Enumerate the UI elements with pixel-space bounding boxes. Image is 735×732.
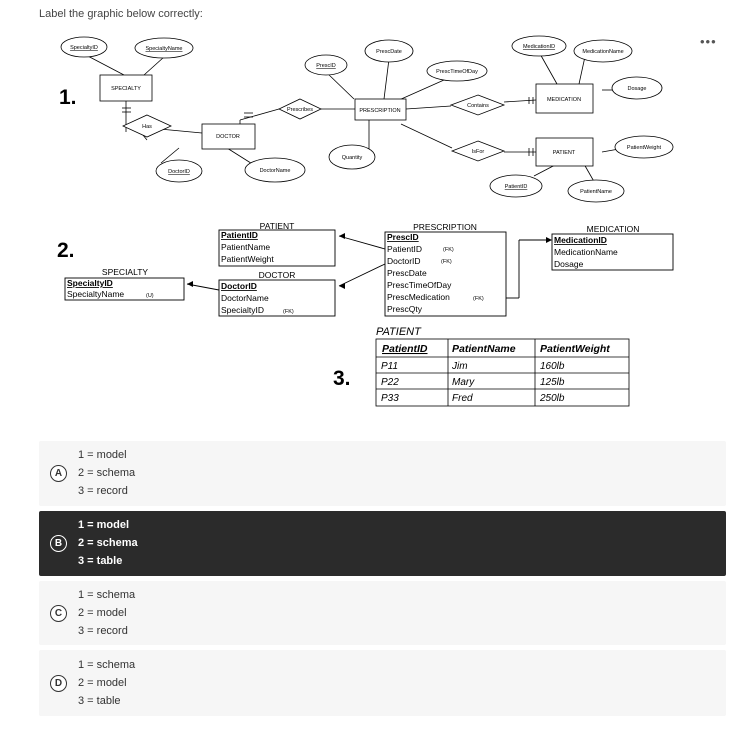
attr-presctimeofday: PrescTimeOfDay [436,69,478,75]
attr-patientweight: PatientWeight [627,145,662,151]
schema-field: PrescDate [387,268,427,278]
table-cell: Jim [451,361,468,372]
table-cell: P11 [381,361,398,372]
option-letter-a: A [50,465,67,482]
diagram-figure: SpecialtyID SpecialtyName SPECIALTY Has … [39,24,726,412]
more-options-icon[interactable]: ••• [700,34,717,49]
option-line: 2 = model [78,677,127,689]
answer-option-d[interactable]: D 1 = schema 2 = model 3 = table [39,650,726,716]
schema-field: PatientName [221,242,270,252]
table-cell: P33 [381,393,399,404]
option-letter-d: D [50,675,67,692]
option-line: 1 = model [78,449,127,461]
table-title: PATIENT [376,326,422,338]
schema-field: PatientID [221,230,258,240]
attr-patientid: PatientID [505,184,528,190]
table-cell: P22 [381,377,399,388]
attr-doctorid: DoctorID [168,169,190,175]
table-header: PatientWeight [540,343,610,355]
attr-prescid: PrescID [316,63,336,69]
attr-medicationid: MedicationID [523,44,555,50]
schema-prescription-title: PRESCRIPTION [413,222,477,232]
label-3: 3. [333,367,351,390]
option-line: 1 = schema [78,589,136,601]
attr-prescdate: PrescDate [376,49,402,55]
schema-field: PrescQty [387,304,423,314]
schema-doctor-title: DOCTOR [259,270,296,280]
schema-field: MedicationID [554,235,607,245]
option-line: 3 = record [78,485,128,497]
schema-field: DoctorID [387,256,421,266]
table-cell: Fred [452,393,473,404]
entity-prescription: PRESCRIPTION [359,108,400,114]
option-line: 2 = model [78,607,127,619]
fk-tag: (FK) [443,247,454,253]
label-1: 1. [59,86,77,109]
schema-medication-title: MEDICATION [587,224,640,234]
option-line: 1 = model [78,519,130,531]
table-cell: 125lb [540,377,565,388]
schema-field: PrescID [387,232,419,242]
label-2: 2. [57,239,75,262]
answer-option-b[interactable]: B 1 = model 2 = schema 3 = table [39,511,726,576]
entity-medication: MEDICATION [547,97,581,103]
schema-field: Dosage [554,259,584,269]
option-line: 3 = record [78,625,128,637]
table-header: PatientName [452,343,516,355]
attr-specialtyname: SpecialtyName [146,46,183,52]
option-line: 3 = table [78,555,123,567]
unique-tag: (U) [146,293,154,299]
attr-specialtyid: SpecialtyID [70,45,98,51]
fk-tag: (FK) [283,309,294,315]
answer-option-c[interactable]: C 1 = schema 2 = model 3 = record [39,581,726,645]
rel-isfor: IsFor [472,149,485,155]
attr-dosage: Dosage [628,86,647,92]
schema-patient-title: PATIENT [260,221,295,231]
schema-field: PatientWeight [221,254,274,264]
table-header: PatientID [382,343,428,355]
schema-field: SpecialtyName [67,289,124,299]
schema-specialty-title: SPECIALTY [102,267,148,277]
question-text: Label the graphic below correctly: [39,8,203,20]
table-cell: 160lb [540,361,565,372]
attr-patientname: PatientName [580,189,612,195]
schema-field: PrescMedication [387,292,450,302]
attr-medicationname: MedicationName [582,49,623,55]
fk-tag: (FK) [441,259,452,265]
option-letter-c: C [50,605,67,622]
rel-prescribes: Prescribes [287,107,313,113]
table-cell: 250lb [539,393,565,404]
entity-doctor: DOCTOR [216,134,240,140]
entity-specialty: SPECIALTY [111,86,141,92]
schema-field: MedicationName [554,247,618,257]
option-line: 2 = schema [78,537,138,549]
table-cell: Mary [452,377,475,388]
schema-field: DoctorName [221,293,269,303]
fk-tag: (FK) [473,296,484,302]
attr-quantity: Quantity [342,155,363,161]
option-line: 2 = schema [78,467,136,479]
schema-field: PatientID [387,244,422,254]
attr-doctorname: DoctorName [260,168,291,174]
rel-contains: Contains [467,103,489,109]
option-line: 3 = table [78,695,121,707]
schema-field: SpecialtyID [221,305,264,315]
entity-patient: PATIENT [553,150,576,156]
schema-field: PrescTimeOfDay [387,280,452,290]
option-line: 1 = schema [78,659,136,671]
option-letter-b: B [50,535,67,552]
schema-field: DoctorID [221,281,257,291]
rel-has: Has [142,124,152,130]
answer-option-a[interactable]: A 1 = model 2 = schema 3 = record [39,441,726,506]
schema-field: SpecialtyID [67,278,113,288]
